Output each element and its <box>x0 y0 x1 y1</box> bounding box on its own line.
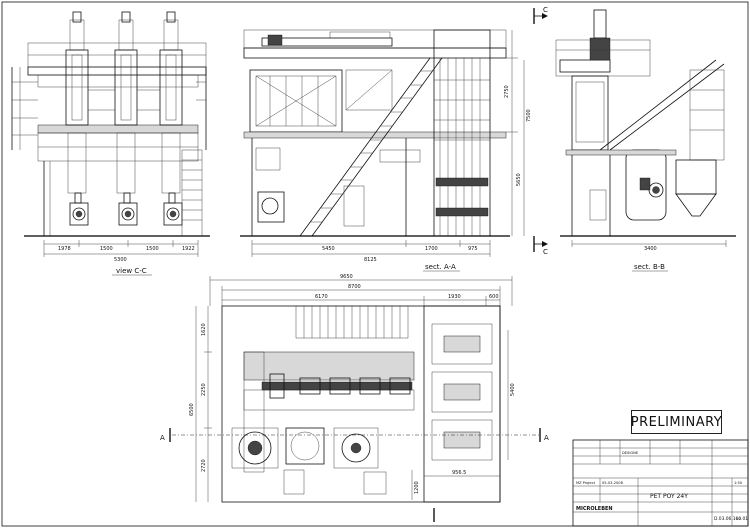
cc-dim-2: 1500 <box>100 246 113 252</box>
section-letter-a-left: A <box>160 434 165 442</box>
sect-bb-elevation <box>555 9 736 247</box>
plan-view <box>169 276 541 522</box>
aa-dim-total: 8125 <box>364 257 377 263</box>
plan-dim-top-2: 8700 <box>348 284 361 290</box>
section-mark-c-top <box>533 8 548 24</box>
section-letter-a-right: A <box>544 434 549 442</box>
cc-dim-total: 5300 <box>114 257 127 263</box>
aa-dim-3: 975 <box>468 246 478 252</box>
cc-dim-1: 1978 <box>58 246 71 252</box>
extruder-column-2 <box>114 11 138 226</box>
cc-dim-3: 1500 <box>146 246 159 252</box>
title-block-design: DESIGNE <box>622 451 639 455</box>
plan-dim-left-3: 6500 <box>189 403 195 416</box>
title-block-company: MICROLEBEN <box>576 506 613 512</box>
section-mark-c-bottom <box>533 236 548 252</box>
sect-aa-elevation <box>240 29 525 257</box>
aa-dim-right-3: 7500 <box>526 109 532 122</box>
aa-dim-right-1: 2750 <box>504 85 510 98</box>
view-cc-elevation <box>11 11 210 257</box>
plan-dim-right: 5400 <box>510 383 516 396</box>
aa-dim-1: 5450 <box>322 246 335 252</box>
title-block-drawing-number: D.03.06.160.01 <box>714 516 748 522</box>
plan-dim-left-4: 2720 <box>201 459 207 472</box>
title-block-date: 05-03-2008 <box>602 481 624 485</box>
plan-dim-top-4: 1930 <box>448 294 461 300</box>
view-cc-label: view C-C <box>116 267 147 275</box>
plan-dim-left-2: 2250 <box>201 383 207 396</box>
preliminary-stamp: PRELIMINARY <box>631 410 722 434</box>
plan-dim-bottom-1: 1200 <box>414 481 420 494</box>
plan-dim-left-1: 1620 <box>201 323 207 336</box>
title-block <box>572 439 749 527</box>
plan-dim-top-5: 600 <box>489 294 499 300</box>
section-letter-c-top: C <box>543 6 548 14</box>
aa-dim-2: 1700 <box>425 246 438 252</box>
sect-bb-label: sect. B-B <box>634 263 665 271</box>
cc-dim-4: 1922 <box>182 246 195 252</box>
bb-dim-total: 3400 <box>644 246 657 252</box>
plan-dim-top-1: 9650 <box>340 274 353 280</box>
sect-aa-label: sect. A-A <box>425 263 456 271</box>
extruder-column-1 <box>65 11 89 226</box>
plan-dim-top-3: 6170 <box>315 294 328 300</box>
plan-dim-bottom-2: 956.5 <box>452 470 466 476</box>
section-letter-c-bottom: C <box>543 248 548 256</box>
extruder-column-3 <box>159 11 183 226</box>
title-block-project: MZ Project <box>576 481 596 485</box>
title-block-title: PET POY 24Y <box>650 493 688 500</box>
title-block-scale: 1:50 <box>734 481 743 485</box>
title-block-revision: 00 <box>736 517 741 521</box>
aa-dim-right-2: 5650 <box>516 173 522 186</box>
